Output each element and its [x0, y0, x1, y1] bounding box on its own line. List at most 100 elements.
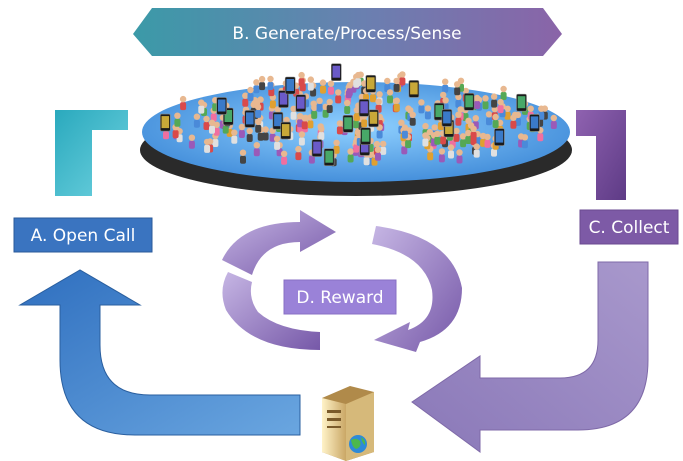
crowd-person-body	[453, 133, 460, 142]
crowd-person-head	[347, 148, 354, 155]
crowd-person-body	[231, 135, 238, 144]
crowd-person-head	[298, 131, 306, 138]
reward-label: D. Reward	[296, 288, 383, 308]
crowd-person-body	[393, 103, 400, 112]
phone-screen	[246, 112, 254, 125]
crowd-person-head	[456, 149, 463, 156]
crowd-person-body	[281, 156, 288, 165]
crowd-person-head	[273, 135, 281, 143]
crowd-person-head	[457, 106, 464, 113]
reward-box: D. Reward	[283, 279, 397, 315]
crowd-person-body	[399, 77, 406, 86]
phone-screen	[360, 140, 369, 153]
phone-screen	[161, 116, 170, 129]
crowd-person-body	[326, 105, 333, 113]
crowd-person-body	[550, 121, 557, 129]
crowd-person-body	[255, 124, 262, 133]
crowd-person-head	[510, 114, 517, 122]
crowd-person-head	[295, 145, 302, 153]
crowd-person-head	[255, 118, 262, 126]
crowd-person-body	[454, 87, 461, 96]
crowd-person-head	[422, 122, 429, 130]
crowd-person-body	[491, 148, 497, 157]
crowd-person-head	[409, 111, 416, 119]
phone-screen	[361, 129, 370, 142]
crowd-person-head	[550, 114, 557, 122]
crowd-person-body	[240, 155, 246, 164]
crowd-person-body	[203, 122, 210, 130]
crowd-person-body	[298, 78, 305, 87]
crowd-person-body	[434, 136, 441, 145]
crowd-person-head	[514, 111, 522, 119]
crowd-person-head	[440, 91, 447, 99]
crowd-person-head	[311, 104, 318, 112]
violet-corner-arrow	[576, 110, 626, 200]
crowd-person-body	[253, 148, 260, 157]
crowd-person-body	[363, 157, 370, 166]
crowd-person-body	[328, 86, 334, 95]
crowd-person-body	[500, 92, 507, 100]
crowd-person-head	[258, 75, 266, 83]
crowd-person-head	[326, 98, 333, 106]
crowd-person-body	[267, 82, 274, 90]
crowd-person-head	[465, 129, 472, 137]
crowd-person-body	[209, 125, 215, 134]
crowd-person-head	[353, 106, 361, 114]
crowd-person-head	[179, 95, 187, 103]
crowd-person-body	[456, 155, 463, 164]
crowd-person-body	[259, 82, 266, 91]
crowd-person-body	[290, 111, 297, 120]
crowd-person-body	[311, 110, 318, 119]
crowd-person-head	[319, 79, 327, 86]
crowd-person-body	[387, 95, 393, 104]
crowd-person-head	[462, 87, 469, 95]
crowd-person-head	[538, 105, 545, 112]
crowd-person-body	[482, 101, 489, 110]
crowd-person-head	[459, 133, 467, 140]
crowd-person-body	[346, 88, 353, 97]
phone-screen	[445, 122, 453, 134]
crowd-person-body	[188, 140, 195, 149]
blue-return-arrow	[18, 269, 301, 436]
crowd-person-head	[327, 80, 335, 87]
crowd-person-head	[399, 71, 406, 78]
phone-screen	[530, 116, 539, 129]
crowd-person-body	[401, 146, 408, 155]
crowd-person-body	[297, 119, 304, 128]
crowd-person-head	[231, 129, 238, 136]
crowd-person-body	[222, 125, 229, 134]
crowd-person-body	[492, 120, 499, 128]
crowd-person-head	[418, 99, 425, 106]
crowd-platform	[140, 63, 572, 196]
crowd-person-head	[380, 140, 387, 148]
crowd-person-head	[318, 125, 325, 133]
crowd-person-body	[212, 139, 219, 147]
crowd-person-head	[393, 77, 400, 85]
phone-screen	[286, 79, 294, 91]
phone-screen	[297, 96, 305, 109]
crowd-person-body	[422, 138, 429, 147]
crowd-person-body	[353, 113, 360, 122]
crowd-person-body	[521, 140, 528, 149]
phone-screen	[279, 92, 288, 105]
crowd-person-body	[210, 113, 217, 122]
crowd-person-body	[318, 132, 325, 140]
crowd-person-head	[472, 115, 479, 122]
generate-banner: B. Generate/Process/Sense	[133, 8, 562, 56]
crowd-person-body	[316, 103, 323, 112]
crowd-person-body	[376, 130, 383, 139]
crowd-person-head	[336, 120, 344, 127]
crowd-person-body	[474, 101, 481, 109]
crowd-person-head	[473, 143, 480, 150]
phone-screen	[325, 150, 333, 163]
crowd-person-body	[375, 152, 381, 161]
crowd-person-head	[198, 99, 205, 106]
phone-screen	[344, 117, 352, 130]
crowd-person-body	[427, 152, 434, 161]
crowd-person-head	[375, 98, 382, 105]
crowd-person-head	[473, 94, 481, 102]
crowd-person-head	[484, 133, 491, 141]
phone-screen	[360, 101, 368, 114]
crowd-person-body	[455, 117, 462, 126]
crowd-person-head	[455, 111, 462, 118]
